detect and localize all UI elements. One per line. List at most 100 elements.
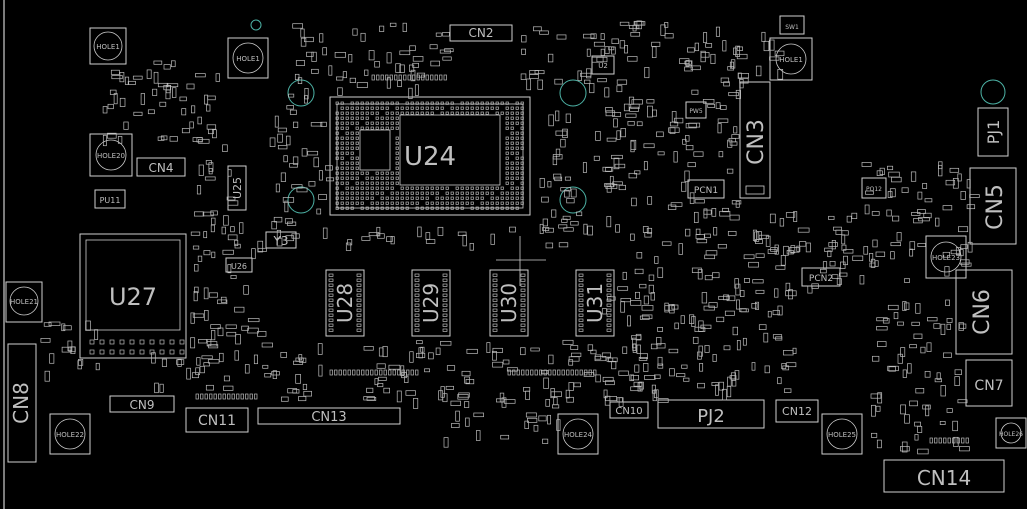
smd-pad (861, 162, 872, 167)
smd-pad (435, 347, 441, 355)
smd-pad (616, 85, 623, 93)
smd-pad (961, 437, 965, 444)
smd-pad (952, 437, 956, 444)
u25-label: U25 (231, 177, 244, 199)
smd-pad (360, 191, 364, 195)
smd-pad (945, 299, 950, 306)
smd-pad (450, 111, 454, 115)
smd-pad (395, 63, 401, 73)
smd-pad (325, 165, 333, 171)
smd-pad (561, 218, 568, 223)
smd-pad (630, 139, 637, 150)
smd-pad (547, 53, 554, 63)
smd-pad (495, 106, 499, 110)
smd-pad (475, 106, 479, 110)
smd-pad (385, 196, 389, 200)
smd-pad (570, 369, 574, 376)
smd-pad (350, 171, 354, 175)
smd-pad (897, 321, 904, 326)
u29-label: U29 (419, 283, 443, 323)
smd-pad (911, 212, 921, 216)
smd-pad (470, 196, 474, 200)
smd-pad (566, 369, 570, 376)
smd-pad (520, 116, 524, 120)
smd-pad (146, 69, 152, 79)
smd-pad (395, 161, 399, 165)
smd-pad (954, 376, 960, 386)
smd-pad (40, 338, 51, 343)
smd-pad (674, 117, 684, 124)
smd-pad (340, 106, 344, 110)
smd-pad (520, 313, 526, 317)
smd-pad (763, 332, 769, 343)
smd-pad (350, 201, 354, 205)
smd-pad (350, 136, 354, 140)
smd-pad (755, 253, 765, 258)
smd-pad (347, 369, 351, 376)
smd-pad (769, 56, 780, 61)
smd-pad (350, 206, 354, 210)
smd-pad (775, 265, 786, 270)
smd-pad (425, 111, 429, 115)
hole25-label: HOLE25 (828, 431, 856, 439)
smd-pad (840, 261, 846, 269)
smd-pad (578, 293, 584, 297)
smd-pad (681, 181, 687, 192)
smd-pad (440, 111, 444, 115)
smd-pad (226, 331, 237, 337)
smd-pad (345, 126, 349, 130)
smd-pad (510, 161, 514, 165)
smd-pad (605, 167, 612, 172)
smd-pad (929, 437, 933, 444)
cn9-label: CN9 (130, 398, 155, 412)
smd-pad (223, 385, 234, 391)
smd-pad (336, 76, 344, 81)
smd-pad (435, 196, 439, 200)
smd-pad (660, 24, 666, 36)
smd-pad (515, 191, 519, 195)
smd-pad (492, 288, 498, 292)
smd-pad (304, 36, 314, 43)
smd-pad (425, 232, 431, 240)
smd-pad (938, 437, 942, 444)
smd-pad (726, 168, 734, 174)
smd-pad (253, 354, 258, 365)
smd-pad (414, 328, 420, 332)
smd-pad (400, 111, 404, 115)
smd-pad (583, 223, 588, 235)
smd-pad (573, 382, 581, 388)
smd-pad (133, 111, 143, 116)
smd-pad (718, 151, 724, 158)
smd-pad (415, 111, 419, 115)
smd-pad (210, 210, 218, 216)
smd-pad (169, 339, 175, 345)
smd-pad (893, 312, 899, 320)
smd-pad (505, 166, 509, 170)
smd-pad (593, 41, 605, 47)
smd-pad (475, 186, 479, 190)
smd-pad (355, 176, 359, 180)
smd-pad (520, 303, 526, 307)
smd-pad (628, 96, 635, 105)
smd-pad (410, 369, 414, 376)
smd-pad (424, 368, 430, 373)
smd-pad (415, 186, 419, 190)
smd-pad (685, 60, 693, 66)
smd-pad (355, 111, 359, 115)
smd-pad (774, 288, 779, 298)
smd-pad (356, 273, 362, 277)
smd-pad (703, 32, 708, 43)
smd-pad (455, 111, 459, 115)
smd-pad (157, 82, 169, 88)
smd-pad (340, 161, 344, 165)
u30-label: U30 (497, 283, 521, 323)
smd-pad (318, 194, 327, 200)
smd-pad (492, 328, 498, 332)
smd-pad (896, 232, 902, 242)
smd-pad (769, 213, 776, 224)
smd-pad (578, 323, 584, 327)
smd-pad (530, 369, 534, 376)
smd-pad (210, 324, 221, 329)
smd-pad (496, 398, 505, 403)
smd-pad (606, 308, 612, 312)
